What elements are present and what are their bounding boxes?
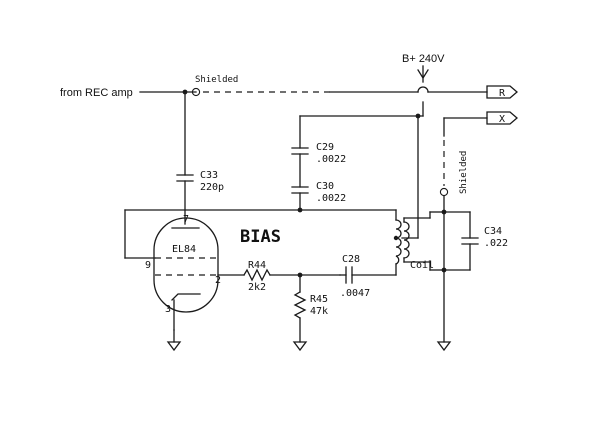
pin-7-label: 7 [183, 214, 189, 225]
bplus-arrow [417, 69, 429, 80]
c33-capacitor [176, 91, 194, 225]
shield-ring-top [191, 87, 201, 97]
tube-type-label: EL84 [172, 244, 196, 255]
pin-3-label: 3 [165, 304, 171, 315]
c29-value: .0022 [316, 154, 346, 165]
ground-c34 [436, 341, 452, 352]
r44-value: 2k2 [248, 282, 266, 293]
pin-9-label: 9 [145, 260, 151, 271]
ground-tube [166, 329, 182, 352]
r44-name: R44 [248, 260, 266, 271]
feedback-loop [124, 209, 397, 259]
terminal-r-label: R [499, 88, 506, 99]
input-label: from REC amp [60, 87, 133, 99]
c34-network [403, 195, 479, 343]
ground-r45 [292, 341, 308, 352]
bias-title: BIAS [240, 227, 281, 247]
r45-resistor [293, 274, 307, 343]
c34-name: C34 [484, 226, 502, 237]
coil-tap [393, 235, 399, 241]
terminal-x-label: X [499, 114, 505, 125]
r45-value: 47k [310, 306, 328, 317]
c30-value: .0022 [316, 193, 346, 204]
c33-name: C33 [200, 170, 218, 181]
c30-name: C30 [316, 181, 334, 192]
r45-name: R45 [310, 294, 328, 305]
coil-label: Coil [410, 260, 434, 271]
input-line [139, 86, 488, 97]
bplus-label: B+ 240V [402, 53, 445, 65]
c28-value: .0047 [340, 288, 370, 299]
shield-ring-side [439, 187, 449, 197]
shielded-label-side: Shielded [459, 151, 469, 194]
shielded-label-top: Shielded [195, 75, 238, 85]
el84-tube [153, 217, 219, 331]
coil-primary [395, 219, 402, 265]
wire-crossover [417, 86, 429, 93]
pin-2-label: 2 [215, 275, 221, 286]
c28-capacitor [339, 263, 397, 284]
c28-name: C28 [342, 254, 360, 265]
c29-c30-stack [291, 115, 309, 213]
coil-secondary [403, 217, 410, 263]
tube-cathode [171, 293, 201, 301]
c33-value: 220p [200, 182, 224, 193]
tube-envelope [153, 217, 219, 313]
c34-value: .022 [484, 238, 508, 249]
r44-resistor [217, 268, 341, 282]
terminal-x [486, 111, 518, 125]
terminal-r [486, 85, 518, 99]
c29-name: C29 [316, 142, 334, 153]
